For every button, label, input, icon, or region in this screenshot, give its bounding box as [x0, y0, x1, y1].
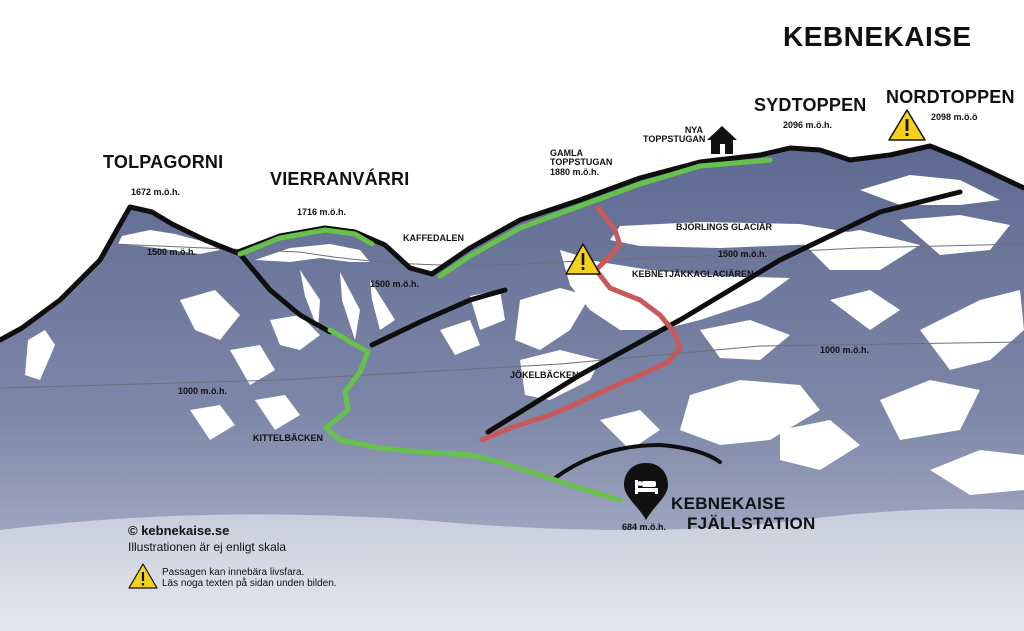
- contour-lines: [0, 243, 1024, 389]
- contour-1000: [0, 341, 1024, 389]
- warning-note-line1: Passagen kan innebära livsfara.: [162, 567, 305, 578]
- station-name-line1: KEBNEKAISE: [671, 494, 786, 513]
- warning-triangle-icon: [565, 243, 601, 275]
- scale-note: Illustrationen är ej enligt skala: [128, 540, 287, 554]
- ridge-station-hill: [553, 443, 722, 480]
- peak-elevation-sydtoppen: 2096 m.ö.h.: [783, 120, 833, 130]
- contour-label: 1500 m.ö.h.: [370, 279, 420, 289]
- copyright-credit: © kebnekaise.se: [128, 523, 230, 538]
- peak-name-tolpagorni: TOLPAGORNI: [103, 152, 224, 172]
- ridge-east: [485, 189, 963, 435]
- warning-note-line2: Läs noga texten på sidan unden bilden.: [162, 578, 337, 589]
- contour-label: 1000 m.ö.h.: [820, 345, 870, 355]
- place-bjorlings-glaciar: BJÖRLINGS GLACIÄR: [676, 222, 773, 232]
- hut-label-old: GAMLA TOPPSTUGAN 1880 m.ö.h.: [550, 148, 613, 177]
- station-elevation: 684 m.ö.h.: [622, 522, 667, 532]
- station-name-line2: FJÄLLSTATION: [687, 514, 816, 533]
- snow-fields: [25, 175, 1024, 495]
- warning-triangle-icon: [128, 563, 158, 589]
- house-icon: [707, 126, 737, 154]
- valley-floor: [0, 508, 1024, 631]
- ridge-lines: [0, 143, 1024, 480]
- map-title: KEBNEKAISE: [783, 21, 972, 52]
- peak-name-vierranvarri: VIERRANVÁRRI: [270, 169, 410, 189]
- peak-elevation-nordtoppen: 2098 m.ö.ö: [931, 112, 978, 122]
- peak-name-nordtoppen: NORDTOPPEN: [886, 87, 1015, 107]
- peak-elevation-tolpagorni: 1672 m.ö.h.: [131, 187, 181, 197]
- place-kittelbacken: KITTELBÄCKEN: [253, 433, 323, 443]
- contour-1500: [111, 243, 1024, 266]
- warning-triangle-icon: [888, 109, 926, 141]
- contour-label: 1500 m.ö.h.: [718, 249, 768, 259]
- place-kaffedalen: KAFFEDALEN: [403, 233, 464, 243]
- ridge-kebnekaise: [429, 143, 1024, 277]
- route-red: [479, 205, 683, 443]
- peak-name-sydtoppen: SYDTOPPEN: [754, 95, 867, 115]
- place-jokelbacken: JÖKELBÄCKEN: [510, 370, 579, 380]
- ridge-lower-left: [369, 287, 508, 348]
- bed-pin-icon: [624, 463, 668, 520]
- route-green: [237, 157, 773, 503]
- contour-label: 1000 m.ö.h.: [178, 386, 228, 396]
- hut-label-new: NYA TOPPSTUGAN: [643, 125, 706, 145]
- ridge-tolpagorni: [0, 204, 333, 343]
- peak-elevation-vierranvarri: 1716 m.ö.h.: [297, 207, 347, 217]
- contour-label: 1500 m.ö.h.: [147, 247, 197, 257]
- place-kebnetjakkaglaciaren: KEBNETJÄKKAGLACIÄREN: [632, 269, 754, 279]
